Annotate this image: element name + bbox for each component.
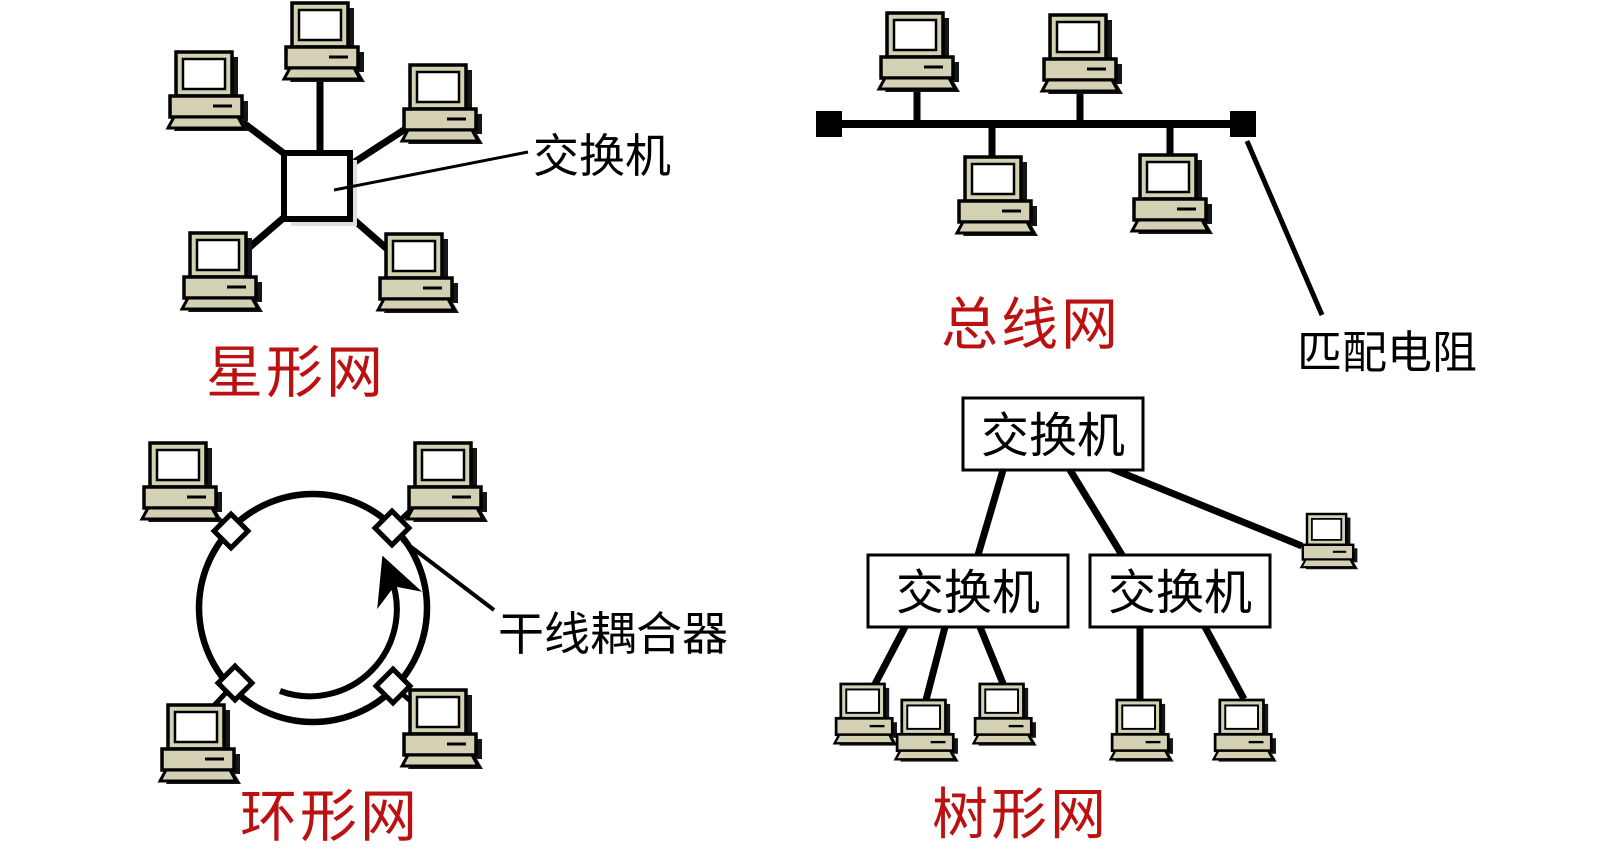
switch-box: [961, 396, 1145, 472]
switch-box-label: 交换机: [981, 410, 1125, 463]
computer-icon: [400, 688, 485, 771]
computer-icon: [877, 11, 962, 94]
computer-icon: [972, 682, 1039, 747]
computer-icon: [158, 703, 243, 786]
computer-icon: [955, 155, 1040, 238]
tree-link-line: [974, 469, 1007, 556]
computer-icon: [1040, 13, 1125, 96]
tree-link-line: [976, 625, 1008, 688]
switch-box: [1088, 553, 1272, 629]
computer-icon: [894, 698, 961, 763]
computer-icon: [180, 231, 265, 314]
computer-icon: [166, 50, 251, 133]
bus-network: 匹配电阻 总线网: [816, 11, 1477, 378]
computer-icon: [376, 232, 461, 315]
computer-icon: [400, 63, 485, 146]
switch-square: [281, 150, 353, 222]
star-network: 交换机 星形网: [166, 1, 671, 405]
ring-title: 环形网: [240, 785, 420, 849]
tree-network: 交换机 交换机 交换机 树形网: [833, 396, 1360, 846]
trunk-coupler-diamond: [371, 507, 413, 549]
computer-icon: [1300, 512, 1360, 571]
switch-box-label: 交换机: [1108, 567, 1252, 620]
switch-label: 交换机: [533, 130, 671, 182]
resistor-label: 匹配电阻: [1297, 327, 1477, 378]
computer-icon: [140, 441, 225, 524]
tree-link-line: [870, 625, 909, 688]
tree-link-line: [1067, 468, 1125, 557]
star-link-line: [348, 125, 409, 168]
trunk-coupler-diamond: [214, 662, 256, 704]
tree-link-line: [1108, 464, 1304, 550]
tree-title: 树形网: [932, 783, 1109, 846]
star-title: 星形网: [206, 341, 386, 405]
computer-icon: [833, 682, 900, 747]
tree-link-line: [922, 626, 949, 701]
bus-title: 总线网: [941, 293, 1121, 357]
switch-box: [866, 553, 1070, 629]
computer-icon: [405, 441, 490, 524]
coupler-label: 干线耦合器: [498, 608, 728, 660]
tree-link-line: [1201, 625, 1248, 701]
ring-network: 干线耦合器 环形网: [140, 441, 728, 849]
trunk-coupler-diamond: [210, 510, 252, 552]
computer-icon: [282, 1, 367, 84]
computer-icon: [1212, 698, 1279, 763]
resistor-pointer-line: [1244, 140, 1325, 316]
bus-terminator-square: [1230, 111, 1256, 137]
switch-pointer-line: [333, 150, 529, 192]
coupler-pointer-line: [400, 538, 496, 612]
computer-icon: [1130, 153, 1215, 236]
ring-circle: [195, 490, 431, 726]
trunk-coupler-diamond: [372, 665, 414, 707]
ring-direction-arrow: [278, 555, 423, 700]
bus-terminator-square: [816, 111, 842, 137]
computer-icon: [1109, 698, 1176, 763]
switch-box-label: 交换机: [896, 567, 1040, 620]
